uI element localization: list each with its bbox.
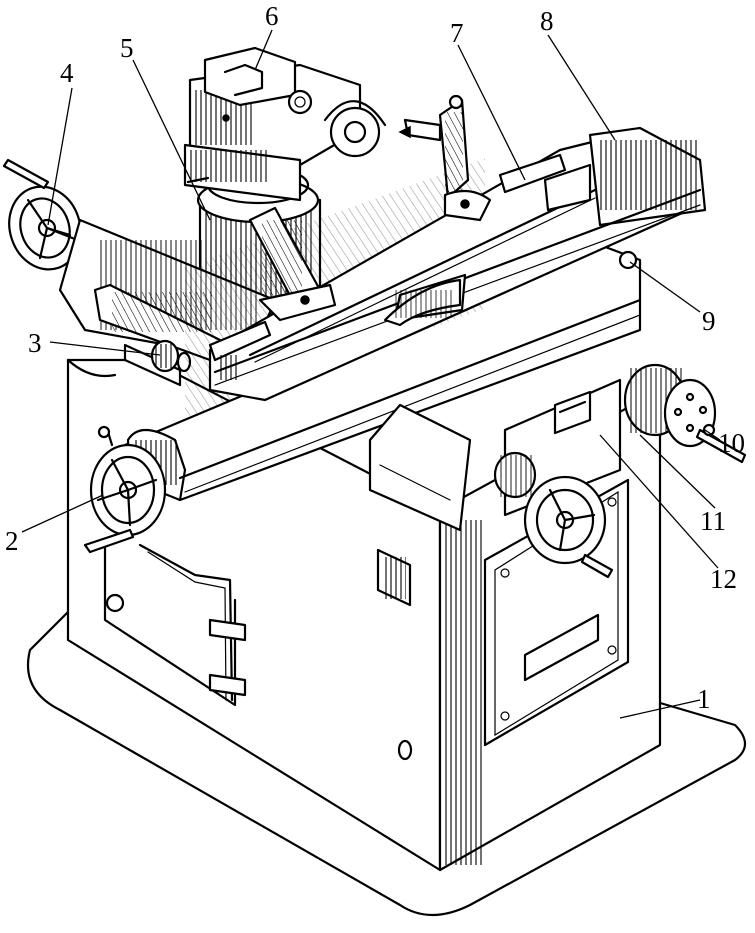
callout-6: 6 (265, 1, 279, 31)
callout-11: 11 (700, 506, 726, 536)
headstock (248, 206, 337, 322)
callout-5: 5 (120, 33, 134, 63)
front-handwheel (493, 451, 614, 579)
callout-12: 12 (710, 564, 737, 594)
callout-2: 2 (5, 526, 19, 556)
table-traverse-handwheel (83, 425, 167, 554)
callout-labels: 1 2 3 4 5 6 7 8 9 10 11 12 (5, 1, 745, 714)
tailstock (398, 94, 567, 222)
callout-4: 4 (60, 58, 74, 88)
inner-housing (368, 403, 472, 532)
lever-rod (105, 543, 247, 702)
callout-7: 7 (450, 18, 464, 48)
knob-3 (123, 339, 192, 387)
cross-feed-handwheel (623, 363, 747, 464)
work-table (208, 126, 707, 402)
callout-10: 10 (718, 428, 745, 458)
callout-9: 9 (702, 306, 716, 336)
callout-8: 8 (540, 6, 554, 36)
knob-9 (618, 250, 638, 270)
callout-3: 3 (28, 328, 42, 358)
swivel-plate (383, 278, 462, 327)
callout-1: 1 (697, 684, 711, 714)
leader-lines (21, 29, 721, 719)
wheelhead (183, 46, 387, 202)
wheelhead-elevation-handwheel (2, 158, 92, 271)
